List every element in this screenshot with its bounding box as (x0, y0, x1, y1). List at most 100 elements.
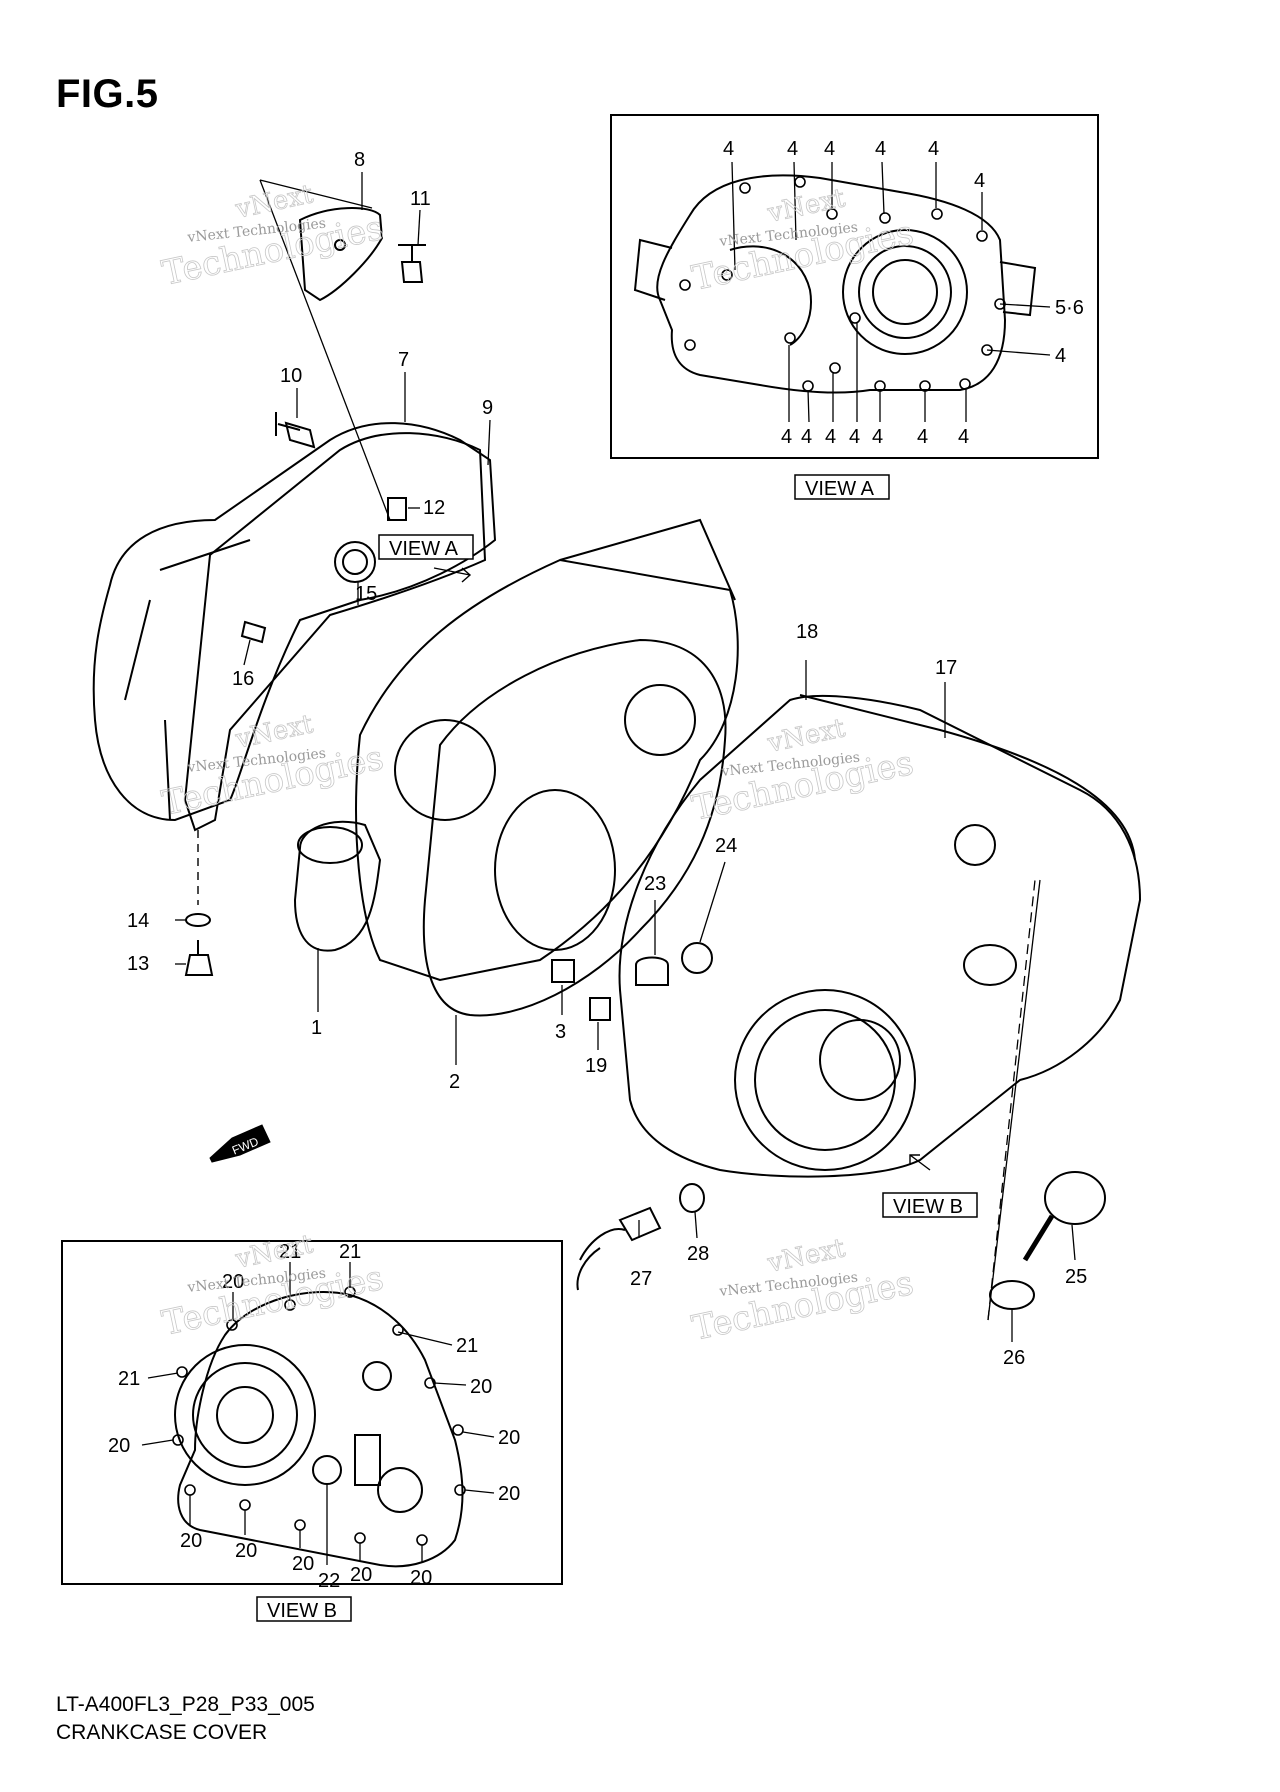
callout-25: 25 (1065, 1266, 1087, 1288)
part-23-plug (635, 956, 669, 986)
callout-4: 4 (928, 138, 939, 160)
callout-20: 20 (350, 1564, 372, 1586)
callout-20: 20 (470, 1376, 492, 1398)
view-b-port (362, 1361, 392, 1391)
callout-1: 1 (311, 1017, 322, 1039)
callout-21: 21 (279, 1241, 301, 1263)
main-parts (92, 207, 1142, 1310)
part-13-bolt (184, 940, 214, 976)
callout-4: 4 (917, 426, 928, 448)
callout-22: 22 (318, 1570, 340, 1592)
callout-4: 4 (974, 170, 985, 192)
callout-4: 4 (824, 138, 835, 160)
part-19-dowel (589, 997, 611, 1021)
view-b-leader-lines (141, 1262, 495, 1565)
callout-4: 4 (872, 426, 883, 448)
view-a-inner-curve (729, 245, 812, 346)
callout-12: 12 (423, 497, 445, 519)
part-housing (355, 558, 739, 982)
main-view-b-label: VIEW B (882, 1192, 978, 1218)
callout-18: 18 (796, 621, 818, 643)
part-9-gasket (183, 432, 487, 832)
part-11-bolt (398, 244, 426, 283)
callout-4: 4 (849, 426, 860, 448)
callout-21: 21 (456, 1335, 478, 1357)
callout-10: 10 (280, 365, 302, 387)
view-a-pointer (433, 567, 472, 583)
view-b-bore-mid (192, 1362, 298, 1468)
view-b-cover-outline (177, 1291, 464, 1568)
part-housing-bore (394, 719, 496, 821)
part-26-oring (989, 1280, 1035, 1310)
callout-20: 20 (498, 1483, 520, 1505)
part-8-plate (298, 207, 384, 302)
callout-26: 26 (1003, 1347, 1025, 1369)
callout-20: 20 (292, 1553, 314, 1575)
part-3-dowel (551, 959, 575, 983)
callout-24: 24 (715, 835, 737, 857)
part-25-dipstick (1022, 1214, 1055, 1262)
view-b-frame (61, 1240, 563, 1585)
callout-20: 20 (410, 1567, 432, 1589)
view-b-inset (61, 1240, 563, 1585)
main-view-a-text: VIEW A (389, 538, 459, 560)
callout-11: 11 (410, 188, 431, 210)
part-17-gasket (799, 694, 1136, 861)
fwd-arrow: FWD (209, 1124, 271, 1163)
view-pointers (433, 567, 931, 1171)
callout-8: 8 (354, 149, 365, 171)
view-b-seal (312, 1455, 342, 1485)
callout-15: 15 (355, 583, 377, 605)
part-7-cover (92, 422, 497, 822)
view-b-bore-outer (174, 1344, 316, 1486)
figure-code: LT-A400FL3_P28_P33_005 (56, 1693, 315, 1716)
part-housing-top (559, 518, 736, 601)
part-7-ribs (124, 539, 251, 821)
part-27-wire (576, 1247, 601, 1291)
callout-4: 4 (781, 426, 792, 448)
view-a-tab-left (633, 238, 673, 301)
part-1-duct (293, 820, 382, 952)
callout-23: 23 (644, 873, 666, 895)
callout-3: 3 (555, 1021, 566, 1043)
part-24-seal (681, 942, 713, 974)
callout-4: 4 (723, 138, 734, 160)
callout-17: 17 (935, 657, 957, 679)
part-15-seal-inner (342, 549, 368, 575)
view-b-callouts: 21 21 20 21 21 20 20 20 20 20 20 20 22 2… (108, 1241, 520, 1592)
callout-13: 13 (127, 953, 149, 975)
part-16-bolt (240, 620, 267, 644)
callout-21: 21 (339, 1241, 361, 1263)
callout-9: 9 (482, 397, 493, 419)
view-a-bearing-core (872, 259, 938, 325)
view-b-label-text: VIEW B (267, 1600, 337, 1622)
callout-4: 4 (825, 426, 836, 448)
main-leader-lines (175, 172, 1076, 1342)
part-2-gasket-hole (624, 684, 696, 756)
main-view-b-text: VIEW B (893, 1196, 963, 1218)
view-a-bearing-inner (858, 245, 952, 339)
main-callouts: 8 11 7 10 9 12 15 16 14 13 1 2 3 19 18 1… (127, 149, 1087, 1369)
part-2-gasket (422, 638, 727, 1017)
view-a-label: VIEW A (794, 474, 890, 500)
callout-4: 4 (787, 138, 798, 160)
figure-name: CRANKCASE COVER (56, 1721, 268, 1744)
part-18-cover (618, 694, 1142, 1178)
view-a-label-text: VIEW A (805, 478, 875, 500)
callout-20: 20 (222, 1271, 244, 1293)
callout-16: 16 (232, 668, 254, 690)
view-a-bearing-outer (842, 229, 968, 355)
view-a-inset (610, 114, 1099, 459)
part-2-gasket-bore (494, 789, 616, 951)
view-b-bore-inner (216, 1386, 274, 1444)
callout-20: 20 (235, 1540, 257, 1562)
part-14-washer (185, 913, 211, 927)
watermarks: vNext Technologies vNext Technologies vN… (158, 179, 917, 1349)
part-27-sensor (579, 1206, 662, 1261)
view-a-frame (610, 114, 1099, 459)
callout-20: 20 (180, 1530, 202, 1552)
part-18-port (954, 824, 996, 866)
part-12-dowel (387, 497, 407, 521)
part-18-filler (963, 944, 1017, 986)
